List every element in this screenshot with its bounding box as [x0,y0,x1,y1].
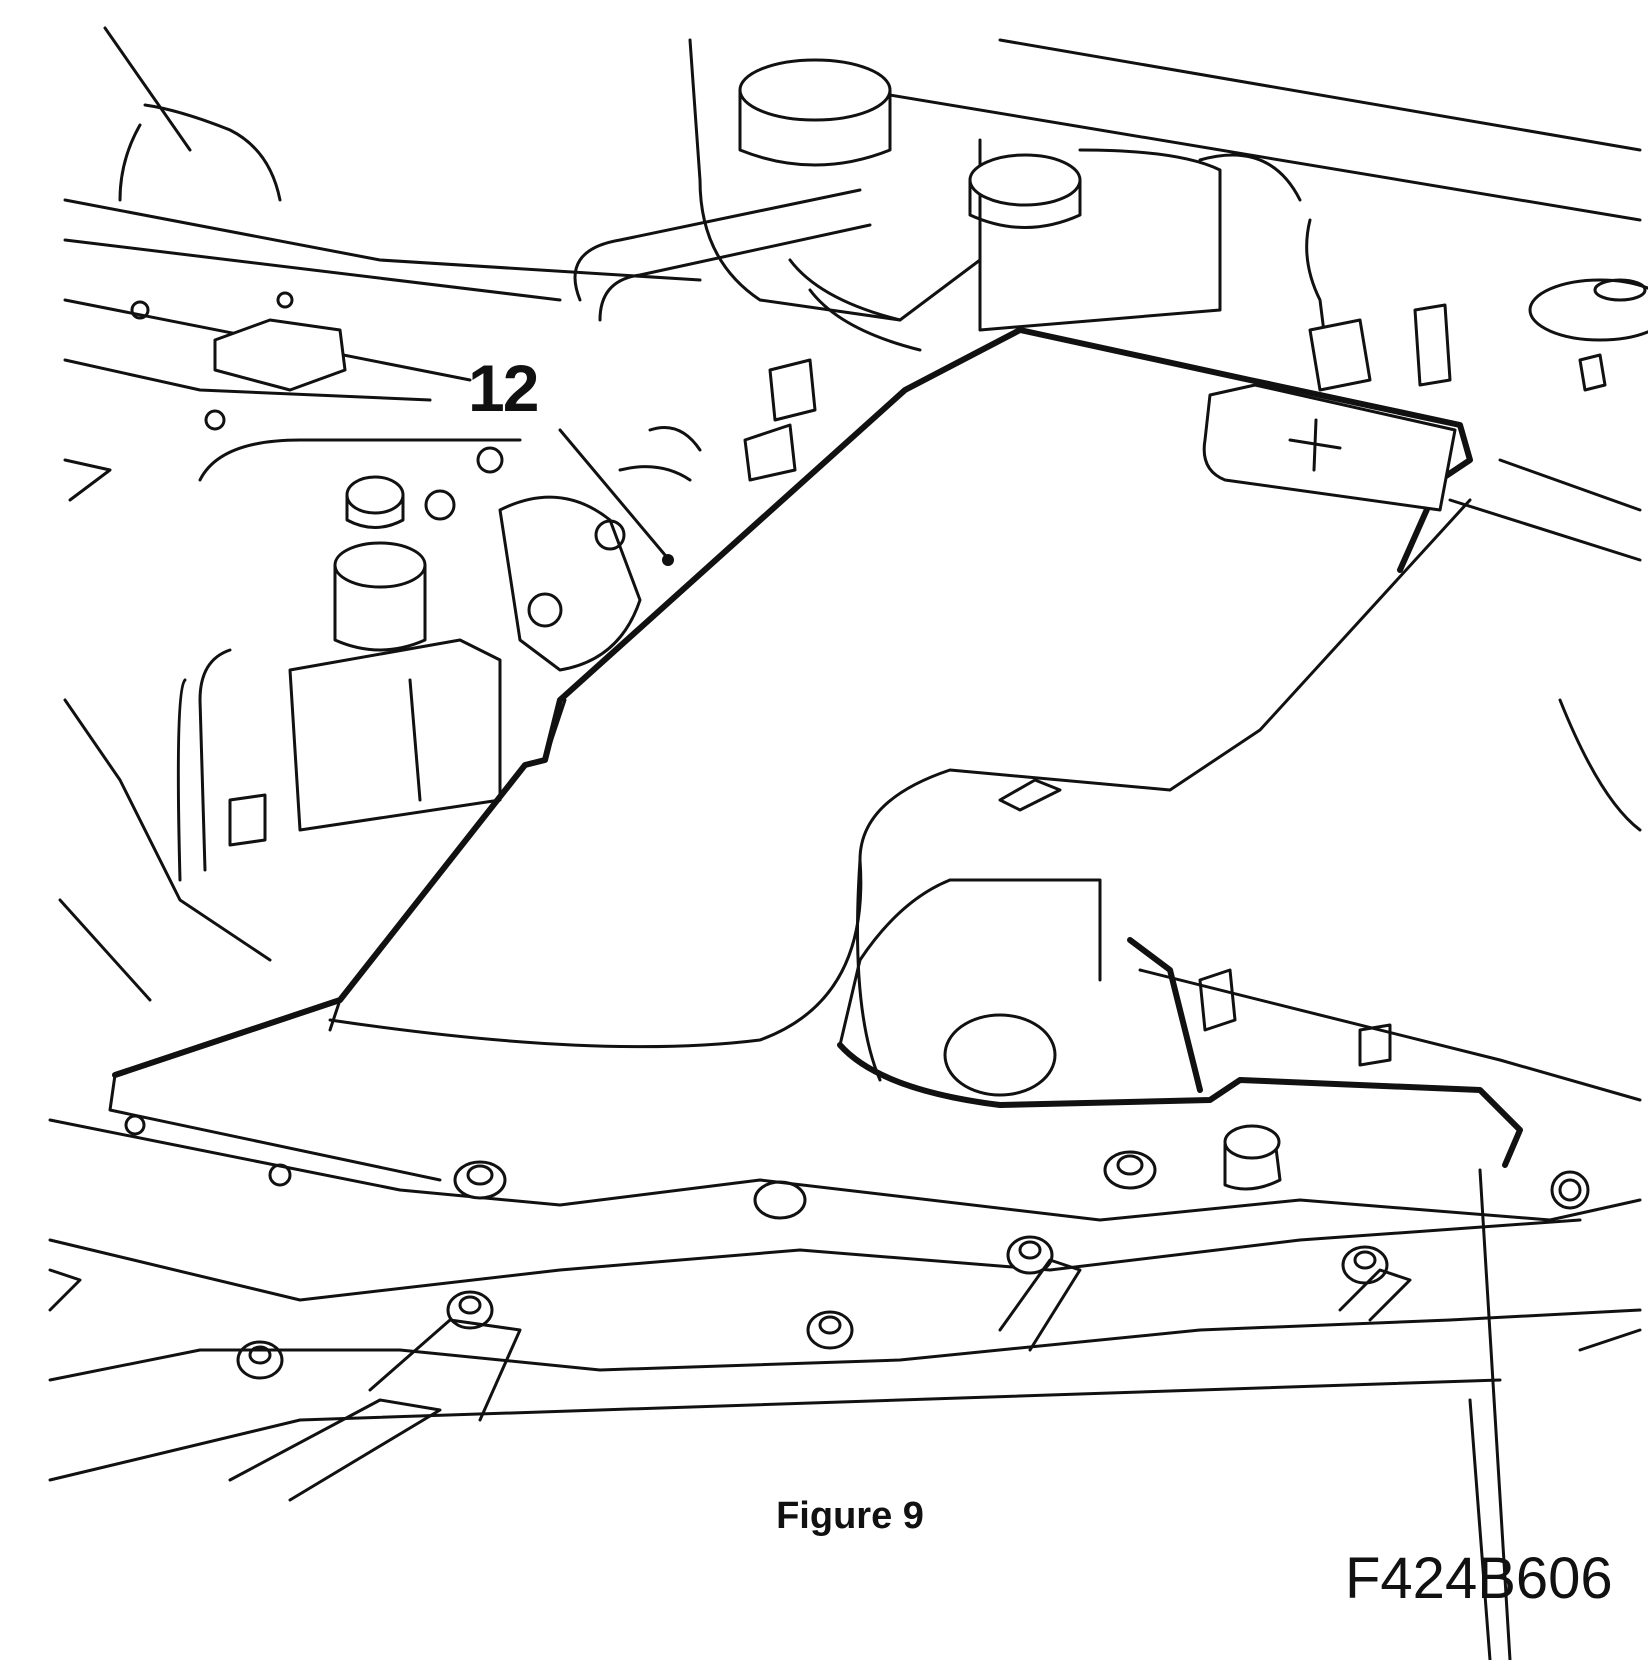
bolt [806,1310,854,1350]
bolt [1223,1124,1282,1191]
bolt [236,1340,284,1380]
callout-leader [558,428,674,566]
bolt [1006,1235,1054,1275]
figure-code: F424B606 [1345,1546,1613,1611]
battery-cover [112,327,1473,1082]
fluid-reservoir-cap [968,148,1222,332]
figure-caption: Figure 9 [776,1495,924,1537]
front-cross-member [48,1073,1642,1302]
radiator-support [48,1168,1642,1660]
bolt [1103,1150,1157,1190]
upper-hoses [118,103,922,352]
abs-modulator-assembly [176,438,642,882]
bolts [236,1124,1389,1380]
wiring-connectors [618,153,1452,482]
bolt [446,1290,494,1330]
strut-tower [1528,278,1648,392]
battery-tray [837,458,1642,1168]
bolt [453,1160,507,1200]
coolant-reservoir-top [698,58,982,322]
hood-and-body-outlines [58,26,1642,1002]
callout-number: 12 [468,351,539,425]
bolt [1341,1245,1389,1285]
engine-cover-left [130,291,347,431]
